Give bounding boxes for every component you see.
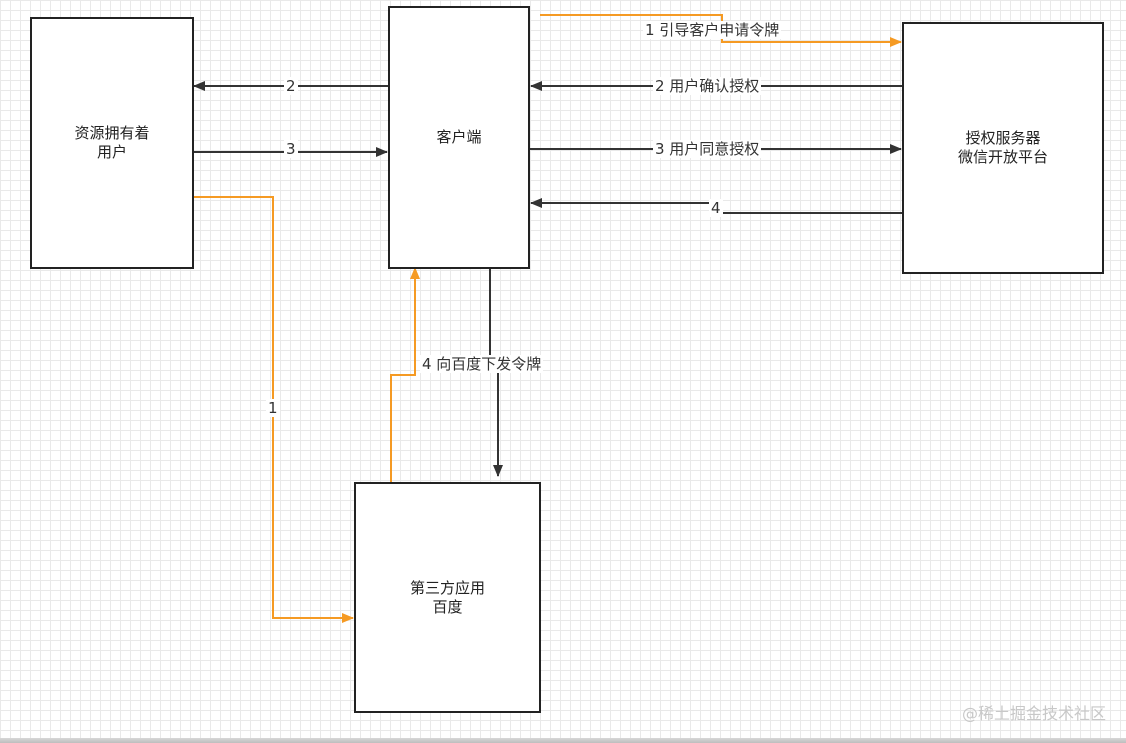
node-client[interactable]: 客户端 bbox=[388, 6, 530, 269]
watermark: @稀土掘金技术社区 bbox=[961, 704, 1106, 723]
node-client-line1: 客户端 bbox=[436, 128, 482, 146]
edge-label-1-redirect: 1 引导客户申请令牌 bbox=[643, 21, 782, 39]
node-resource-owner-line2: 用户 bbox=[96, 143, 127, 161]
edge-label-2-user: 2 bbox=[284, 77, 298, 95]
edge-baidu-to-client bbox=[390, 267, 420, 483]
edge-label-2-confirm: 2 用户确认授权 bbox=[653, 77, 762, 95]
node-third-party-line1: 第三方应用 bbox=[409, 578, 485, 597]
node-third-party[interactable]: 第三方应用 百度 bbox=[354, 482, 541, 713]
edge-label-4-server: 4 bbox=[709, 199, 723, 217]
node-resource-owner[interactable]: 资源拥有着 用户 bbox=[30, 17, 194, 269]
edge-label-1-user: 1 bbox=[266, 399, 280, 417]
bottom-edge bbox=[0, 738, 1126, 743]
node-auth-server[interactable]: 授权服务器 微信开放平台 bbox=[902, 22, 1104, 274]
node-third-party-line2: 百度 bbox=[432, 597, 463, 616]
node-auth-server-line2: 微信开放平台 bbox=[957, 148, 1048, 166]
node-resource-owner-line1: 资源拥有着 bbox=[74, 124, 150, 142]
edge-label-3-user: 3 bbox=[284, 140, 298, 158]
node-auth-server-line1: 授权服务器 bbox=[965, 129, 1041, 147]
edge-label-4-baidu: 4 向百度下发令牌 bbox=[420, 355, 544, 373]
edge-label-3-agree: 3 用户同意授权 bbox=[653, 140, 762, 158]
